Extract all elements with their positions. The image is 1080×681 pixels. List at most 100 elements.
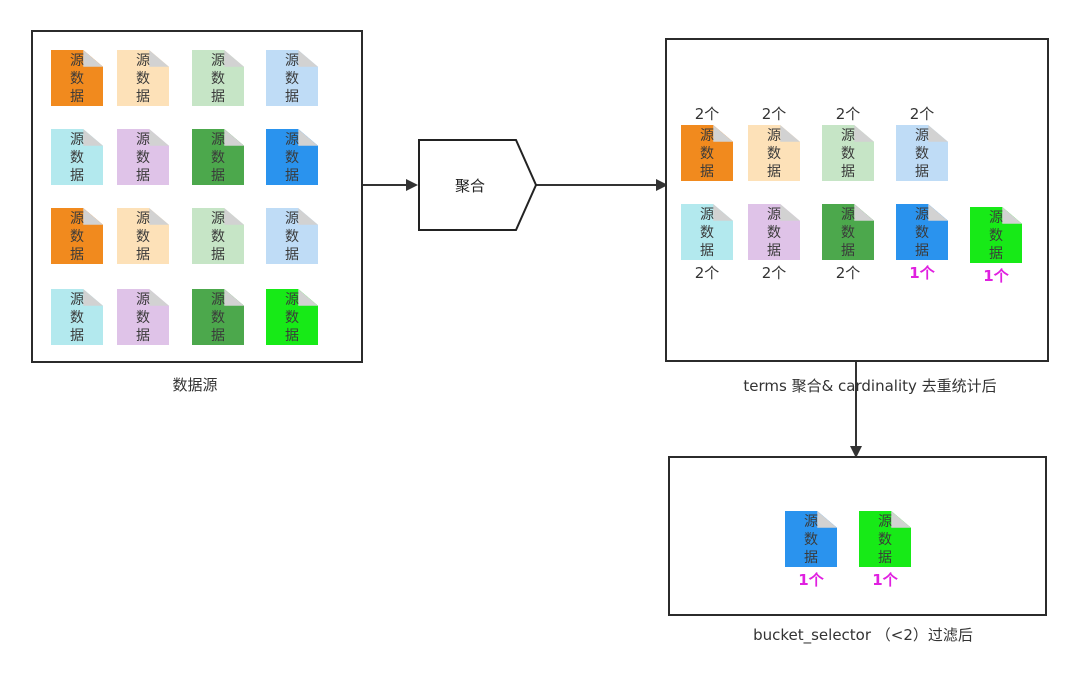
bucket-count: 1个 — [983, 267, 1009, 285]
doc-label-line3: 据 — [136, 89, 150, 105]
doc-label-line2: 数 — [211, 229, 225, 245]
doc-label-line1: 源 — [211, 53, 225, 69]
doc-label-line2: 数 — [136, 71, 150, 87]
doc-label-line2: 数 — [211, 150, 225, 166]
doc-label-line1: 源 — [767, 207, 781, 223]
doc-label-line2: 数 — [915, 146, 929, 162]
doc-label-line1: 源 — [700, 207, 714, 223]
doc-label-line1: 源 — [136, 53, 150, 69]
doc-label-line2: 数 — [804, 532, 818, 548]
doc-label-line2: 数 — [700, 225, 714, 241]
doc-label-line3: 据 — [841, 164, 855, 180]
doc-label-line3: 据 — [804, 550, 818, 566]
doc-label-line3: 据 — [136, 328, 150, 344]
doc-label-line2: 数 — [767, 225, 781, 241]
doc-label-line1: 源 — [285, 211, 299, 227]
bucket-count: 1个 — [798, 571, 824, 589]
doc-label-line1: 源 — [136, 211, 150, 227]
doc-label-line2: 数 — [70, 150, 84, 166]
aggregate-node-label: 聚合 — [455, 177, 486, 195]
terms-panel-caption: terms 聚合& cardinality 去重统计后 — [743, 377, 997, 395]
doc-label-line3: 据 — [989, 246, 1003, 262]
doc-label-line2: 数 — [285, 229, 299, 245]
doc-label-line3: 据 — [136, 168, 150, 184]
doc-label-line1: 源 — [211, 211, 225, 227]
doc-label-line2: 数 — [136, 229, 150, 245]
doc-label-line2: 数 — [989, 228, 1003, 244]
doc-label-line2: 数 — [211, 71, 225, 87]
doc-label-line3: 据 — [285, 328, 299, 344]
bucket-count: 2个 — [761, 264, 787, 282]
doc-label-line2: 数 — [915, 225, 929, 241]
doc-label-line3: 据 — [211, 328, 225, 344]
doc-label-line2: 数 — [285, 310, 299, 326]
doc-label-line3: 据 — [70, 247, 84, 263]
doc-label-line1: 源 — [211, 132, 225, 148]
doc-label-line3: 据 — [915, 164, 929, 180]
doc-label-line2: 数 — [700, 146, 714, 162]
doc-label-line3: 据 — [878, 550, 892, 566]
doc-label-line3: 据 — [285, 247, 299, 263]
doc-label-line1: 源 — [767, 128, 781, 144]
doc-label-line2: 数 — [767, 146, 781, 162]
doc-label-line1: 源 — [136, 292, 150, 308]
filter-panel — [668, 456, 1047, 616]
doc-label-line2: 数 — [136, 310, 150, 326]
doc-label-line3: 据 — [841, 243, 855, 259]
bucket-count: 2个 — [835, 105, 861, 123]
bucket-count: 2个 — [909, 105, 935, 123]
bucket-count: 2个 — [694, 264, 720, 282]
doc-label-line1: 源 — [841, 207, 855, 223]
doc-label-line1: 源 — [915, 207, 929, 223]
doc-label-line1: 源 — [700, 128, 714, 144]
doc-label-line3: 据 — [767, 164, 781, 180]
source-doc: 源数据 — [192, 50, 244, 106]
doc-label-line1: 源 — [915, 128, 929, 144]
doc-label-line1: 源 — [841, 128, 855, 144]
terms-panel — [665, 38, 1049, 362]
doc-label-line1: 源 — [70, 211, 84, 227]
doc-label-line2: 数 — [70, 71, 84, 87]
doc-label-line1: 源 — [211, 292, 225, 308]
doc-label-line1: 源 — [136, 132, 150, 148]
doc-label-line3: 据 — [915, 243, 929, 259]
doc-label-line3: 据 — [211, 168, 225, 184]
doc-label-line3: 据 — [700, 164, 714, 180]
doc-label-line1: 源 — [285, 292, 299, 308]
doc-label-line3: 据 — [70, 328, 84, 344]
bucket-count: 2个 — [761, 105, 787, 123]
doc-label-line3: 据 — [285, 89, 299, 105]
doc-label-line2: 数 — [878, 532, 892, 548]
doc-label-line3: 据 — [767, 243, 781, 259]
doc-label-line2: 数 — [285, 150, 299, 166]
doc-label-line3: 据 — [70, 168, 84, 184]
bucket-count: 1个 — [909, 264, 935, 282]
doc-label-line2: 数 — [285, 71, 299, 87]
doc-label-line1: 源 — [285, 53, 299, 69]
doc-label-line1: 源 — [878, 514, 892, 530]
doc-label-line2: 数 — [211, 310, 225, 326]
doc-label-line3: 据 — [211, 89, 225, 105]
doc-label-line3: 据 — [211, 247, 225, 263]
doc-label-line3: 据 — [70, 89, 84, 105]
bucket-count: 2个 — [835, 264, 861, 282]
doc-label-line3: 据 — [285, 168, 299, 184]
bucket-count: 1个 — [872, 571, 898, 589]
doc-label-line3: 据 — [700, 243, 714, 259]
bucket-count: 2个 — [694, 105, 720, 123]
doc-label-line2: 数 — [841, 146, 855, 162]
doc-label-line1: 源 — [70, 292, 84, 308]
doc-label-line1: 源 — [70, 132, 84, 148]
doc-label-line2: 数 — [841, 225, 855, 241]
doc-label-line2: 数 — [70, 229, 84, 245]
doc-label-line1: 源 — [285, 132, 299, 148]
source-panel-caption: 数据源 — [172, 376, 218, 394]
doc-label-line1: 源 — [804, 514, 818, 530]
aggregate-shape — [418, 139, 538, 231]
filter-panel-caption: bucket_selector （<2）过滤后 — [753, 626, 973, 644]
doc-label-line2: 数 — [136, 150, 150, 166]
doc-label-line1: 源 — [70, 53, 84, 69]
doc-label-line1: 源 — [989, 210, 1003, 226]
doc-label-line2: 数 — [70, 310, 84, 326]
